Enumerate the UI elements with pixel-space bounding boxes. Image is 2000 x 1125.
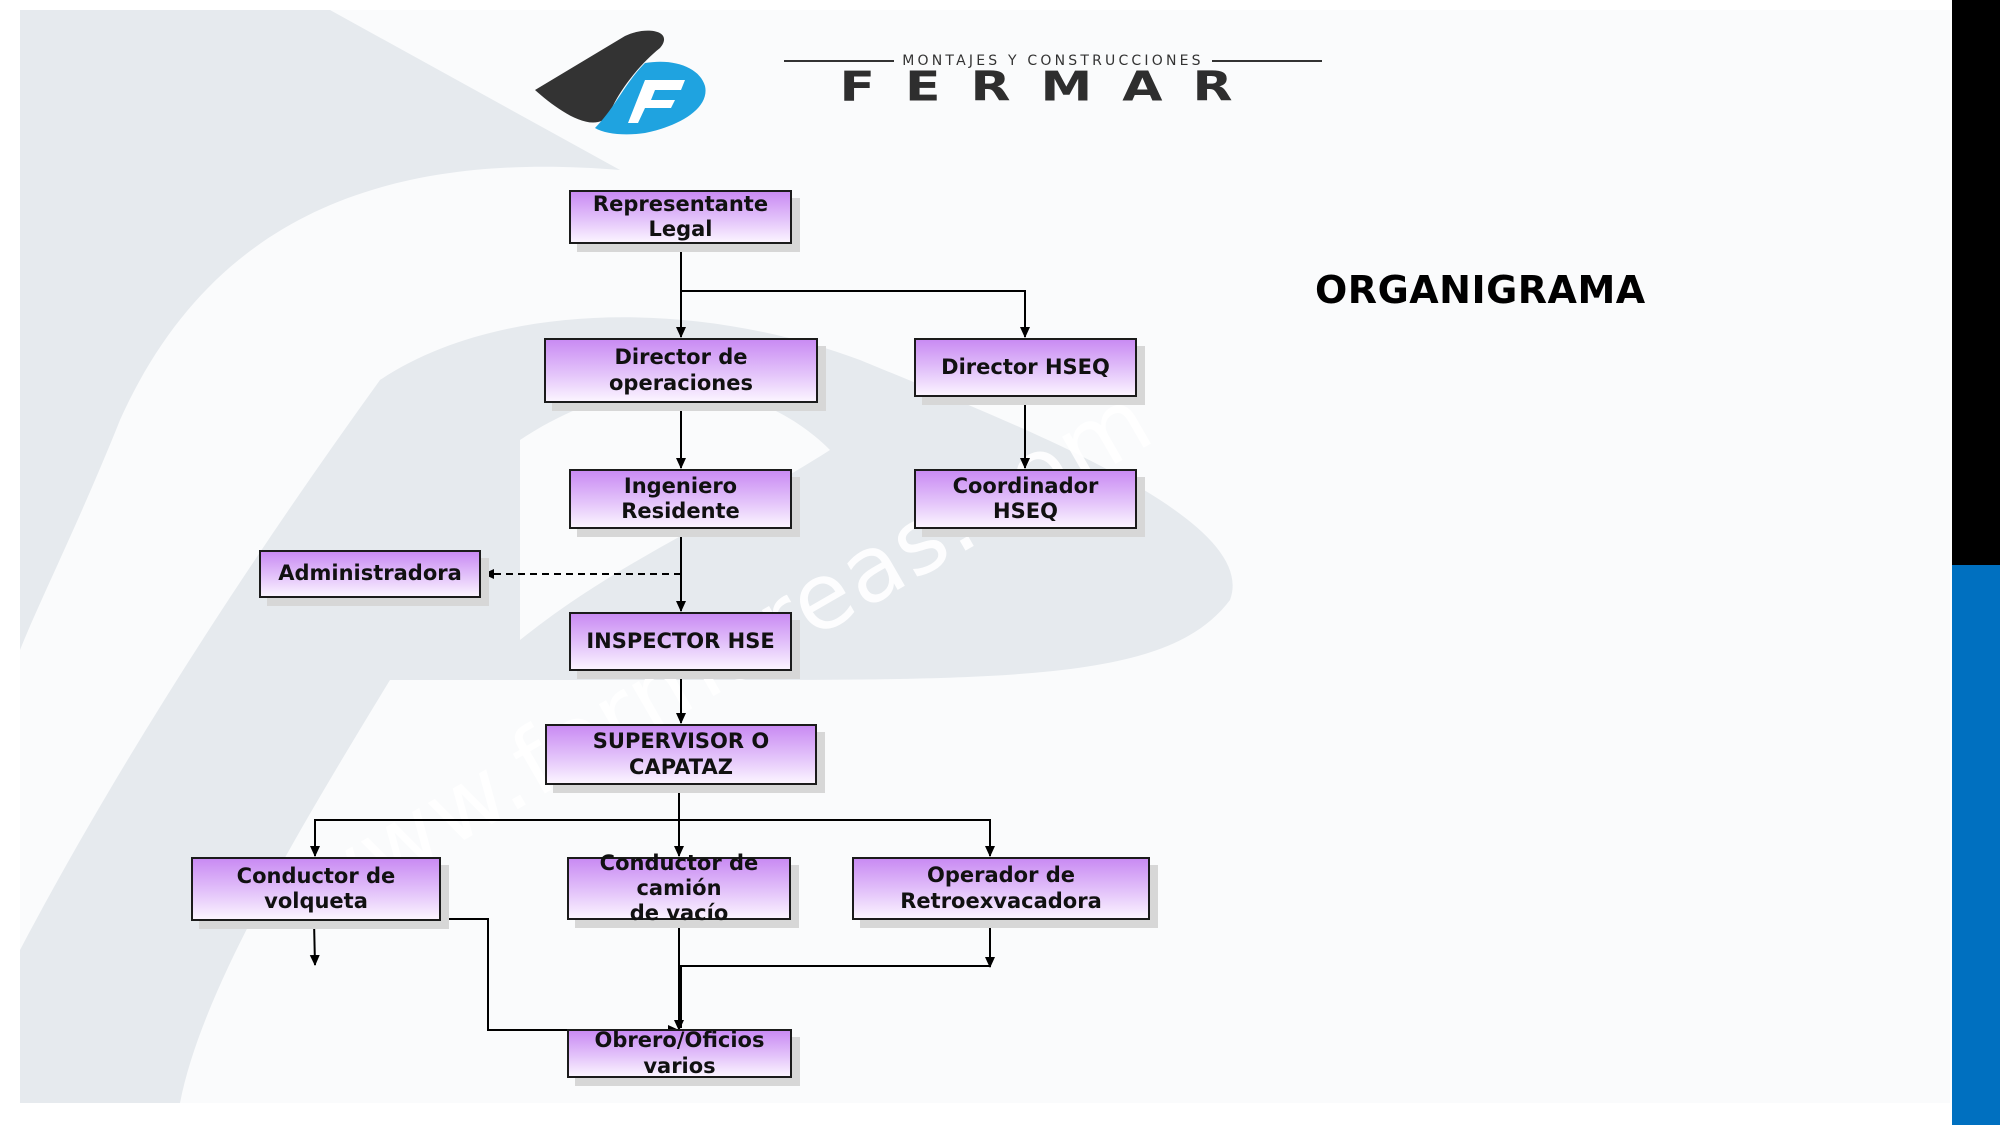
connector-supervisor-to-volqueta — [310, 819, 679, 857]
connector-legal-to-hseq — [681, 290, 1030, 338]
node-operador-retroexcavadora: Operador de Retroexvacadora — [852, 857, 1150, 920]
connector-volqueta-to-obrero — [440, 918, 679, 1035]
node-supervisor-capataz: SUPERVISOR O CAPATAZ — [545, 724, 817, 785]
connector-volqueta-down — [309, 920, 320, 966]
node-representante-legal: Representante Legal — [569, 190, 792, 244]
node-director-hseq: Director HSEQ — [914, 338, 1137, 397]
node-conductor-camion: Conductor de camión de vacío — [567, 851, 791, 925]
connector-supervisor-to-retro — [679, 819, 995, 857]
node-director-operaciones: Director de operaciones — [544, 338, 818, 403]
node-ingeniero-residente: Ingeniero Residente — [569, 469, 792, 529]
page-title: ORGANIGRAMA — [1315, 268, 1646, 312]
connector-retro-to-obrero — [680, 965, 990, 1028]
node-obrero-oficios: Obrero/Oficios varios — [567, 1028, 792, 1078]
node-inspector-hse: INSPECTOR HSE — [569, 612, 792, 671]
node-administradora: Administradora — [259, 550, 481, 598]
right-accent-bar-black — [1952, 0, 2000, 565]
brand-name: FERMAR — [839, 64, 1263, 111]
company-logo-icon — [535, 30, 706, 135]
right-accent-bar-blue — [1952, 565, 2000, 1125]
brand-tagline: MONTAJES Y CONSTRUCCIONES — [776, 53, 1330, 69]
node-coordinador-hseq: Coordinador HSEQ — [914, 469, 1137, 529]
node-conductor-volqueta: Conductor de volqueta — [191, 857, 441, 921]
